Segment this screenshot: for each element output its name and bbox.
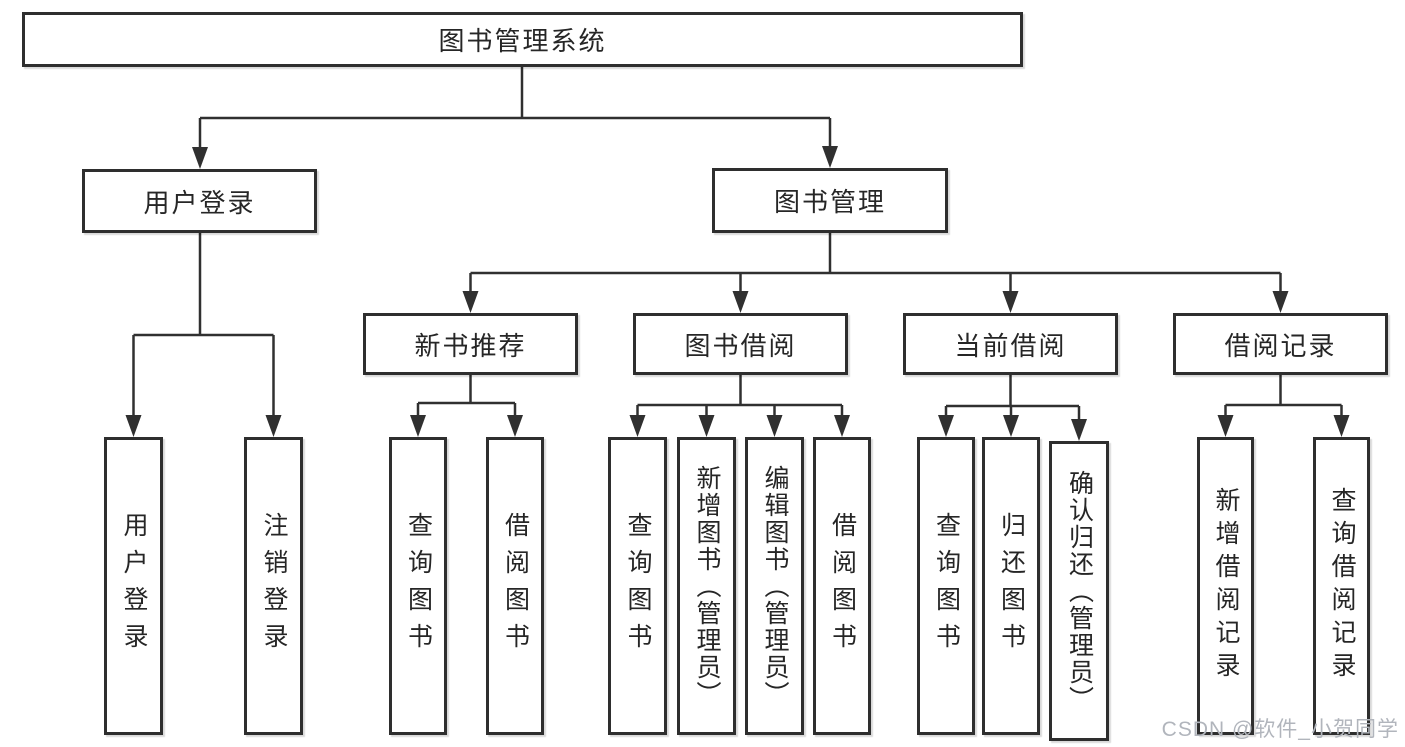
leaf-label: 查询图书 (624, 512, 652, 660)
node-leaf-logout: 注销登录 (244, 437, 303, 735)
node-leaf-query-book-1: 查询图书 (389, 437, 447, 735)
node-leaf-add-book-admin: 新增图书（管理员） (677, 437, 736, 735)
leaf-label: 确认归还（管理员） (1065, 469, 1094, 713)
leaf-label: 注销登录 (260, 512, 288, 660)
node-leaf-user-login: 用户登录 (104, 437, 163, 735)
node-leaf-borrow-book-1: 借阅图书 (486, 437, 544, 735)
node-leaf-add-borrow-record: 新增借阅记录 (1197, 437, 1254, 735)
node-leaf-query-book-2: 查询图书 (608, 437, 667, 735)
node-leaf-borrow-book-2: 借阅图书 (813, 437, 871, 735)
leaf-label: 查询图书 (404, 512, 433, 660)
node-leaf-return-book: 归还图书 (982, 437, 1040, 735)
csdn-watermark: CSDN @软件_小贺同学 (1161, 718, 1399, 741)
node-leaf-confirm-return-admin: 确认归还（管理员） (1049, 441, 1109, 741)
leaf-label: 借阅图书 (828, 512, 857, 660)
node-borrow-records: 借阅记录 (1173, 313, 1388, 375)
leaf-label: 新增借阅记录 (1212, 487, 1240, 685)
node-current-borrow: 当前借阅 (903, 313, 1118, 375)
node-leaf-query-borrow-record: 查询借阅记录 (1313, 437, 1370, 735)
node-user-login: 用户登录 (82, 169, 317, 233)
node-leaf-query-book-3: 查询图书 (917, 437, 975, 735)
leaf-label: 编辑图书（管理员） (761, 464, 789, 708)
leaf-label: 查询借阅记录 (1328, 487, 1356, 685)
node-root-system: 图书管理系统 (22, 12, 1023, 67)
node-book-borrow: 图书借阅 (633, 313, 848, 375)
leaf-label: 归还图书 (997, 512, 1026, 660)
leaf-label: 查询图书 (932, 512, 961, 660)
leaf-label: 新增图书（管理员） (693, 464, 721, 708)
leaf-label: 用户登录 (120, 512, 148, 660)
node-new-book-recommend: 新书推荐 (363, 313, 578, 375)
node-book-management: 图书管理 (712, 168, 948, 233)
leaf-label: 借阅图书 (501, 512, 530, 660)
node-leaf-edit-book-admin: 编辑图书（管理员） (745, 437, 804, 735)
